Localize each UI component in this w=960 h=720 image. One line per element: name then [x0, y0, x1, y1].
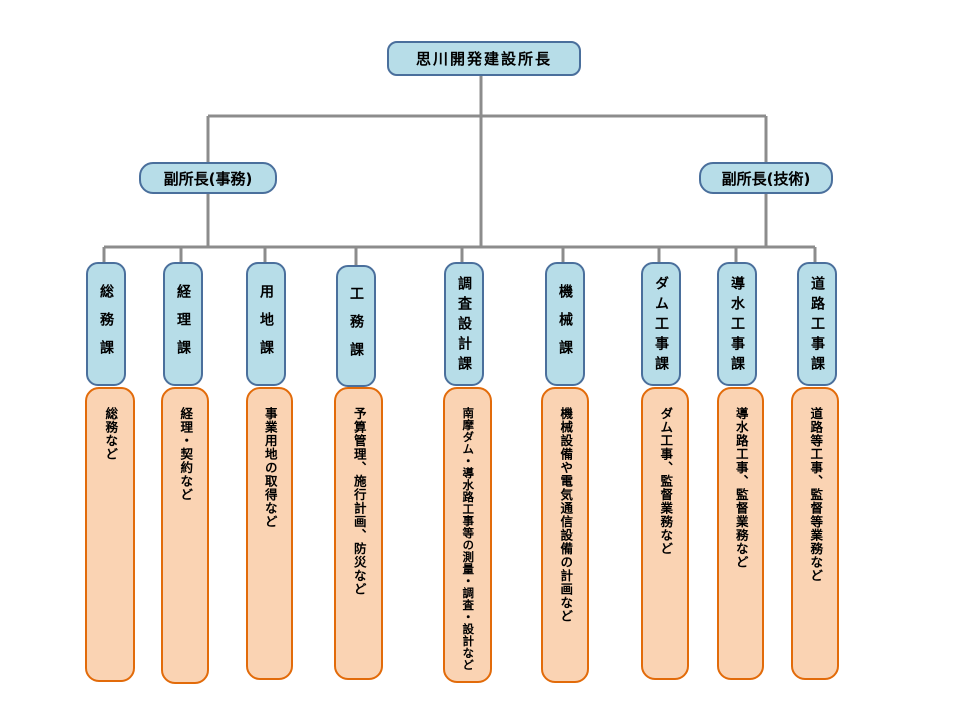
duties-kikai: 機械設備や電気通信設備の計画など — [541, 387, 589, 683]
duties-text: 道路等工事、監督等業務など — [808, 407, 824, 583]
duties-text: 経理・契約など — [178, 407, 194, 502]
duties-text: 機械設備や電気通信設備の計画など — [558, 407, 574, 623]
duties-text: 事業用地の取得など — [262, 407, 278, 529]
duties-dousui-kouji: 導水路工事、監督業務など — [717, 387, 764, 680]
department-chousa-sekkei: 調査設計課 — [444, 262, 484, 386]
department-koumu: 工務課 — [336, 265, 376, 387]
department-label: 総務課 — [98, 284, 114, 368]
department-dam-kouji: ダム工事課 — [641, 262, 681, 386]
deputy-admin-title: 副所長(事務) — [163, 169, 253, 188]
department-label: 導水工事課 — [729, 276, 745, 376]
director-title: 思川開発建設所長 — [415, 50, 552, 68]
duties-douro-kouji: 道路等工事、監督等業務など — [791, 387, 839, 680]
duties-text: 導水路工事、監督業務など — [733, 407, 749, 569]
director-box: 思川開発建設所長 — [387, 41, 581, 76]
duties-text: 予算管理、施行計画、防災など — [351, 407, 367, 596]
department-dousui-kouji: 導水工事課 — [717, 262, 757, 386]
department-label: 調査設計課 — [456, 276, 472, 376]
duties-koumu: 予算管理、施行計画、防災など — [334, 387, 383, 680]
department-douro-kouji: 道路工事課 — [797, 262, 837, 386]
duties-text: ダム工事、監督業務など — [658, 407, 674, 556]
department-label: 用地課 — [258, 284, 274, 368]
deputy-admin-box: 副所長(事務) — [139, 162, 277, 194]
department-kikai: 機械課 — [545, 262, 585, 386]
department-label: 道路工事課 — [809, 276, 825, 376]
department-label: 経理課 — [175, 284, 191, 368]
duties-chousa-sekkei: 南摩ダム・導水路工事等の測量・調査・設計など — [443, 387, 492, 683]
duties-keiri: 経理・契約など — [161, 387, 209, 684]
duties-text: 総務など — [103, 407, 119, 461]
department-label: 機械課 — [557, 284, 573, 368]
department-keiri: 経理課 — [163, 262, 203, 386]
duties-soumu: 総務など — [85, 387, 135, 682]
deputy-tech-box: 副所長(技術) — [699, 162, 833, 194]
department-label: 工務課 — [348, 286, 364, 370]
duties-text: 南摩ダム・導水路工事等の測量・調査・設計など — [461, 407, 476, 671]
department-label: ダム工事課 — [653, 276, 669, 376]
deputy-tech-title: 副所長(技術) — [721, 169, 811, 188]
department-soumu: 総務課 — [86, 262, 126, 386]
duties-youchi: 事業用地の取得など — [246, 387, 293, 680]
department-youchi: 用地課 — [246, 262, 286, 386]
duties-dam-kouji: ダム工事、監督業務など — [641, 387, 689, 680]
